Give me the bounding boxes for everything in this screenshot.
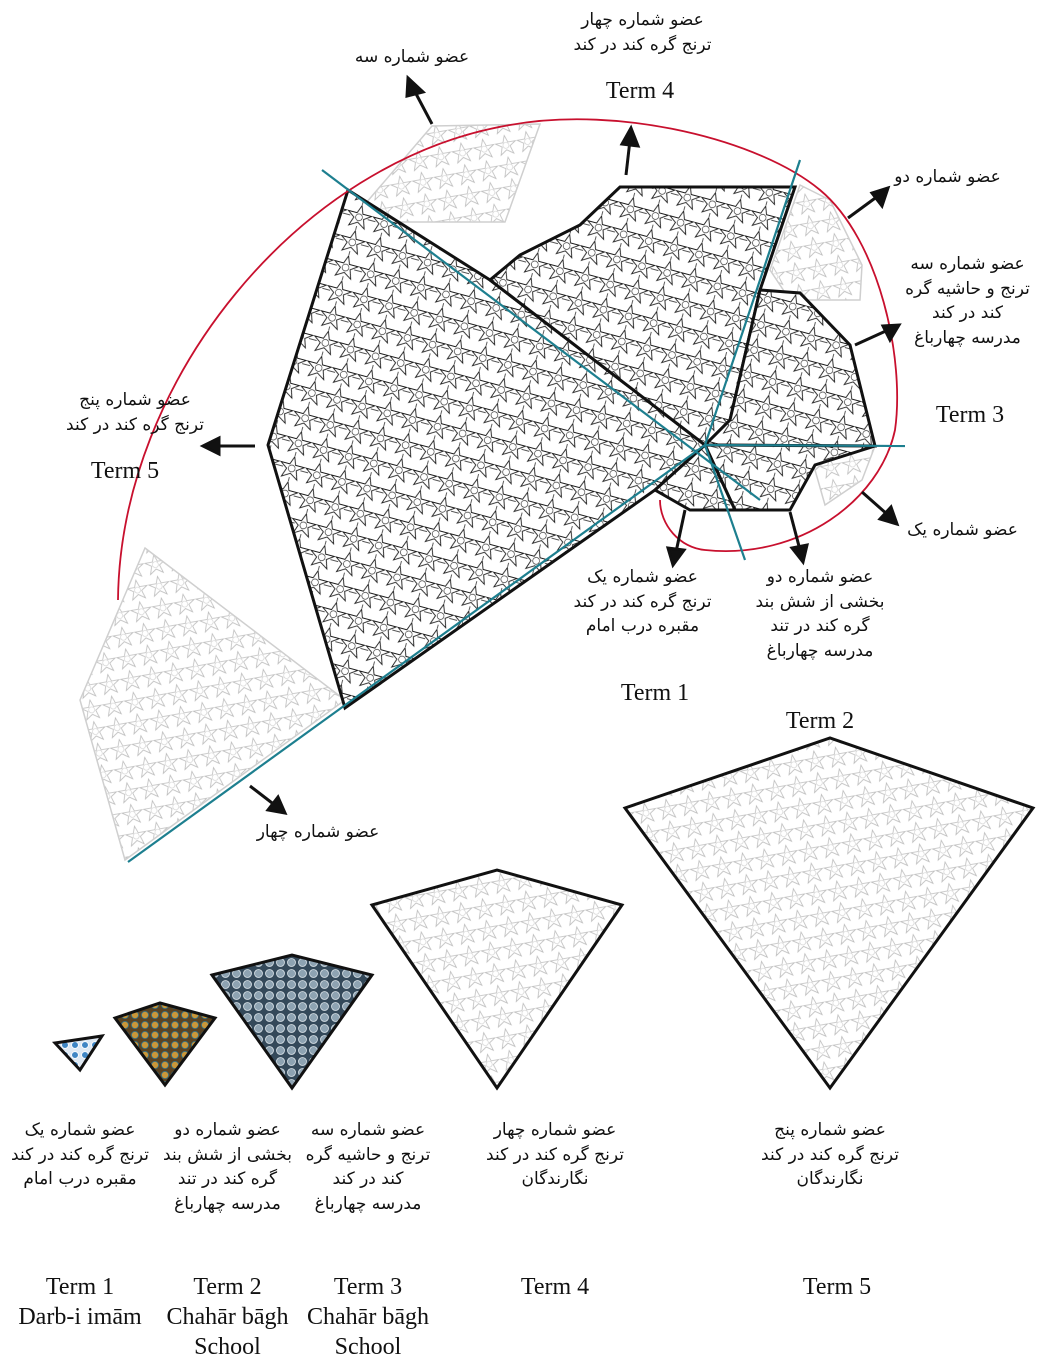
caption-term1-fa-line2: ترنج گره کند در کند: [5, 1143, 155, 1168]
caption-term5-en: Term 5: [762, 1272, 912, 1302]
arrow-term1-right: [862, 492, 888, 515]
label-term1-mid-line1: عضو شماره یک: [565, 565, 720, 590]
label-term2-right: عضو شماره دو: [890, 165, 1005, 190]
arrow-term1-mid: [676, 510, 685, 552]
arrow-term2-right: [848, 196, 878, 218]
label-term3-right-term: Term 3: [915, 400, 1025, 430]
caption-term3-en-line1: Term 3: [298, 1272, 438, 1302]
caption-term2-en-line3: School: [155, 1332, 300, 1362]
caption-term3-fa: عضو شماره سه ترنج و حاشیه گره کند در کند…: [298, 1118, 438, 1217]
label-term2-mid-line3: گره کند در تند: [750, 614, 890, 639]
arrowhead-term3-top: [407, 78, 423, 96]
label-term5-left-line2: ترنج گره کند در کند: [55, 413, 215, 438]
caption-term2-fa-line2: بخشی از شش بند: [155, 1143, 300, 1168]
label-term5-left-term: Term 5: [70, 456, 180, 486]
label-term2-mid: عضو شماره دو بخشی از شش بند گره کند در ت…: [750, 565, 890, 664]
label-term4-top-line1: عضو شماره چهار: [565, 8, 720, 33]
caption-term1-en-line2: Darb-i imām: [5, 1302, 155, 1332]
caption-term3-en-line2: Chahār bāgh: [298, 1302, 438, 1332]
caption-term2-fa-line1: عضو شماره دو: [155, 1118, 300, 1143]
caption-term2-en-line1: Term 2: [155, 1272, 300, 1302]
label-term5-left-line1: عضو شماره پنج: [55, 388, 215, 413]
caption-term2-fa: عضو شماره دو بخشی از شش بند گره کند در ت…: [155, 1118, 300, 1217]
label-term3-top-line: عضو شماره سه: [352, 45, 472, 70]
caption-term5-en-line1: Term 5: [762, 1272, 912, 1302]
caption-term1-en-line1: Term 1: [5, 1272, 155, 1302]
caption-term4-fa-line1: عضو شماره چهار: [480, 1118, 630, 1143]
label-term1-right-line: عضو شماره یک: [900, 518, 1025, 543]
caption-term4-en: Term 4: [480, 1272, 630, 1302]
caption-term5-fa-line1: عضو شماره پنج: [755, 1118, 905, 1143]
label-term2-mid-line2: بخشی از شش بند: [750, 590, 890, 615]
label-term3-right-line1: عضو شماره سه: [900, 252, 1035, 277]
sample-tile-term2: [115, 1003, 215, 1085]
label-term4-top: عضو شماره چهار ترنج گره کند در کند: [565, 8, 720, 57]
caption-term4-fa-line2: ترنج گره کند در کند: [480, 1143, 630, 1168]
arrowhead-term2-right: [872, 188, 888, 206]
faded-tile-term5-left: [80, 548, 345, 860]
label-term5-left: عضو شماره پنج ترنج گره کند در کند: [55, 388, 215, 437]
arrowhead-term3-right: [883, 325, 899, 340]
caption-term3-en: Term 3 Chahār bāgh School: [298, 1272, 438, 1362]
caption-term1-en: Term 1 Darb-i imām: [5, 1272, 155, 1332]
caption-term3-en-line3: School: [298, 1332, 438, 1362]
caption-term2-en-line2: Chahār bāgh: [155, 1302, 300, 1332]
label-term2-right-line: عضو شماره دو: [890, 165, 1005, 190]
sample-tile-term4: [372, 870, 622, 1088]
label-term2-mid-term: Term 2: [765, 706, 875, 736]
label-term3-right-line4: مدرسه چهارباغ: [900, 326, 1035, 351]
caption-term2-en: Term 2 Chahār bāgh School: [155, 1272, 300, 1362]
label-term2-mid-line1: عضو شماره دو: [750, 565, 890, 590]
caption-term2-fa-line3: گره کند در تند: [155, 1167, 300, 1192]
caption-term3-fa-line1: عضو شماره سه: [298, 1118, 438, 1143]
label-term1-mid-line2: ترنج گره کند در کند: [565, 590, 720, 615]
arrowhead-term5-left: [203, 438, 219, 454]
caption-term1-fa: عضو شماره یک ترنج گره کند در کند مقبره د…: [5, 1118, 155, 1192]
sample-tile-term5: [625, 738, 1033, 1088]
label-term1-right: عضو شماره یک: [900, 518, 1025, 543]
sample-tile-term1: [55, 1036, 102, 1070]
label-term4-top-line2: ترنج گره کند در کند: [565, 33, 720, 58]
arrowhead-term1-mid: [668, 548, 684, 565]
caption-term4-en-line1: Term 4: [480, 1272, 630, 1302]
caption-term4-fa-line3: نگارندگان: [480, 1167, 630, 1192]
caption-term5-fa-line2: ترنج گره کند در کند: [755, 1143, 905, 1168]
sample-tile-term3: [212, 955, 372, 1088]
caption-term3-fa-line4: مدرسه چهارباغ: [298, 1192, 438, 1217]
label-term4-top-term: Term 4: [585, 76, 695, 106]
arrow-term3-right: [855, 330, 888, 345]
caption-term4-fa: عضو شماره چهار ترنج گره کند در کند نگارن…: [480, 1118, 630, 1192]
arrowhead-term4-bottom: [268, 797, 285, 813]
label-term4-bottom: عضو شماره چهار: [248, 820, 388, 845]
arrow-term2-mid: [790, 512, 800, 550]
label-term3-right-line2: ترنج و حاشیه گره: [900, 277, 1035, 302]
caption-term1-fa-line1: عضو شماره یک: [5, 1118, 155, 1143]
label-term4-bottom-line: عضو شماره چهار: [248, 820, 388, 845]
caption-term3-fa-line2: ترنج و حاشیه گره: [298, 1143, 438, 1168]
label-term1-mid-line3: مقبره درب امام: [565, 614, 720, 639]
label-term1-mid-term: Term 1: [600, 678, 710, 708]
label-term1-mid: عضو شماره یک ترنج گره کند در کند مقبره د…: [565, 565, 720, 639]
arrowhead-term4-top: [622, 128, 638, 146]
label-term2-mid-line4: مدرسه چهارباغ: [750, 639, 890, 664]
label-term3-right: عضو شماره سه ترنج و حاشیه گره کند در کند…: [900, 252, 1035, 351]
caption-term1-fa-line3: مقبره درب امام: [5, 1167, 155, 1192]
label-term3-right-line3: کند در کند: [900, 301, 1035, 326]
caption-term5-fa: عضو شماره پنج ترنج گره کند در کند نگارند…: [755, 1118, 905, 1192]
cut-line-horizontal: [705, 445, 905, 446]
caption-term2-fa-line4: مدرسه چهارباغ: [155, 1192, 300, 1217]
caption-term5-fa-line3: نگارندگان: [755, 1167, 905, 1192]
caption-term3-fa-line3: کند در کند: [298, 1167, 438, 1192]
arrowhead-term2-mid: [792, 545, 807, 562]
label-term3-top: عضو شماره سه: [352, 45, 472, 70]
faded-tile-term3-top: [360, 124, 540, 222]
